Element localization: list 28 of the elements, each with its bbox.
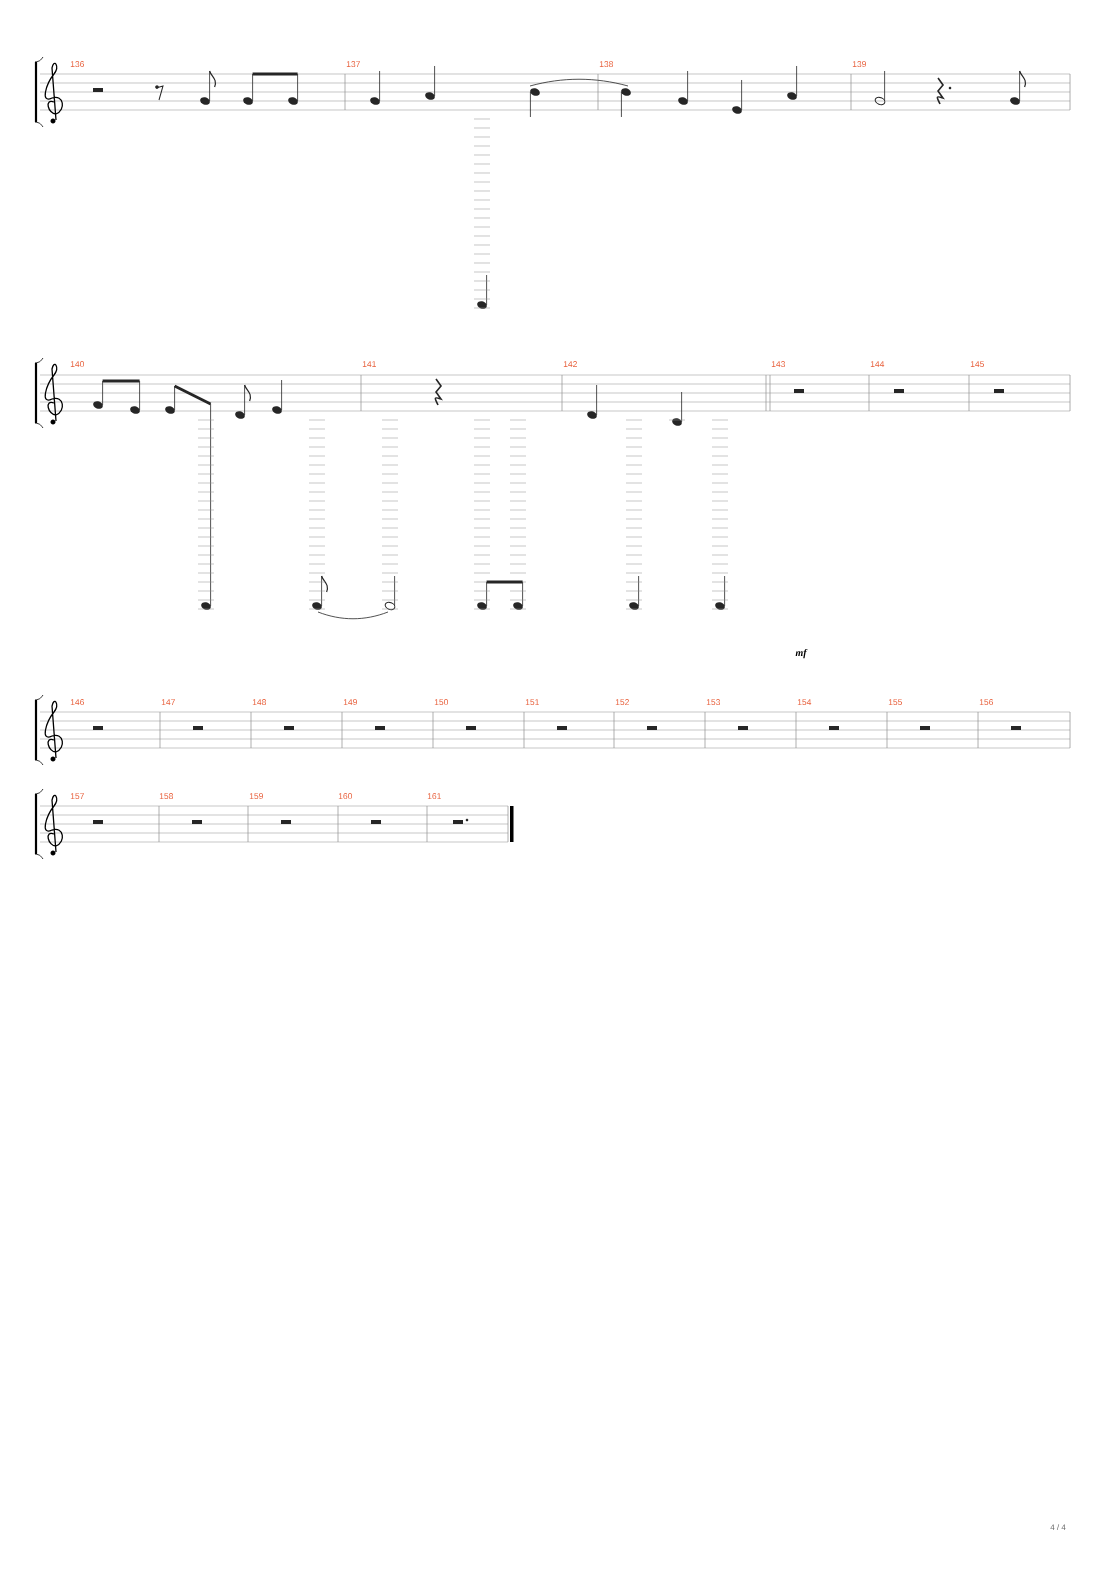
measure-number: 160: [338, 793, 353, 800]
measure-number: 150: [434, 699, 449, 706]
measure-number: 156: [979, 699, 994, 706]
measure-number: 137: [346, 61, 360, 68]
measure-number: 161: [427, 793, 441, 800]
measure-number: 144: [870, 361, 885, 367]
measure-number: 154: [797, 699, 812, 706]
measure-number: 148: [252, 699, 266, 706]
measure-number: 155: [888, 699, 903, 706]
measure-number: 153: [706, 699, 720, 706]
measure-number: 159: [249, 793, 263, 800]
measure-number: 143: [771, 361, 785, 368]
measure-number: 158: [159, 793, 173, 800]
measure-number: 146: [70, 699, 84, 706]
measure-number: 139: [852, 61, 866, 68]
dynamic-marking: mf: [795, 648, 808, 659]
measure-number: 151: [525, 699, 539, 706]
measure-number: 157: [70, 793, 84, 800]
measure-number: 147: [161, 699, 175, 705]
page-number: 4 / 4: [1050, 1524, 1066, 1531]
measure-number: 149: [343, 699, 357, 706]
measure-number: 140: [70, 361, 85, 368]
measure-number: 138: [599, 61, 613, 68]
measure-number: 152: [615, 699, 629, 706]
measure-number: 145: [970, 361, 985, 368]
measure-number: 136: [70, 61, 84, 68]
measure-number: 142: [563, 361, 577, 367]
measure-number: 141: [362, 361, 376, 367]
